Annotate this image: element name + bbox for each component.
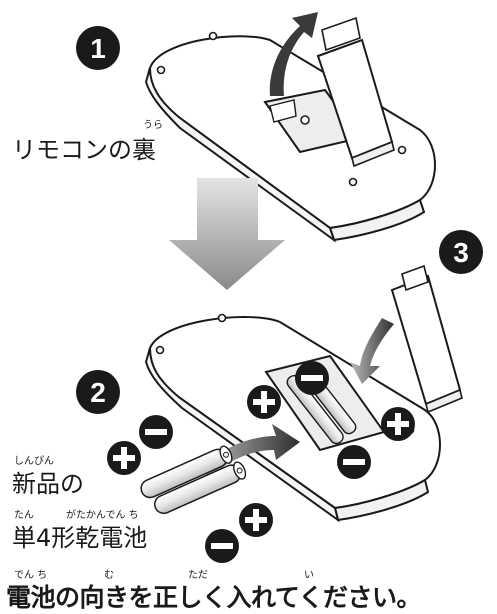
reading-mu: む [104,570,114,581]
close-lid-arrow [350,318,394,384]
svg-text:2: 2 [90,377,106,408]
minus-icon [295,361,329,395]
plus-icon [107,441,141,475]
step-2-badge: 2 [76,370,120,414]
reading-tan: たん [14,510,34,521]
reading-i: い [304,570,314,581]
battery-type-label: 単4形乾電池 [12,524,148,552]
new-label: 新品の [12,470,84,498]
reading-gatakandenchi: がたかんでん ち [66,510,139,521]
instruction-text: 電池の向きを正しく入れてください。 [6,583,422,612]
reading-ura: うら [143,120,163,131]
svg-text:3: 3 [453,237,469,268]
reading-shinpin: しんぴん [14,456,54,467]
remote-back-illustration [144,12,436,243]
reading-tada: ただ [188,570,208,581]
new-batteries [140,445,247,515]
plus-icon [381,407,415,441]
minus-icon [337,445,371,479]
reading-denchi: でん ち [14,570,48,581]
down-arrow [169,178,285,290]
open-lid-arrow [269,12,318,96]
minus-icon [139,415,173,449]
step-3-badge: 3 [439,230,483,274]
plus-icon [247,385,281,419]
plus-icon [239,503,273,537]
svg-text:1: 1 [90,33,106,64]
remote-back-label: リモコンの裏 [12,136,156,164]
step-1-badge: 1 [76,26,120,70]
minus-icon [205,529,239,563]
